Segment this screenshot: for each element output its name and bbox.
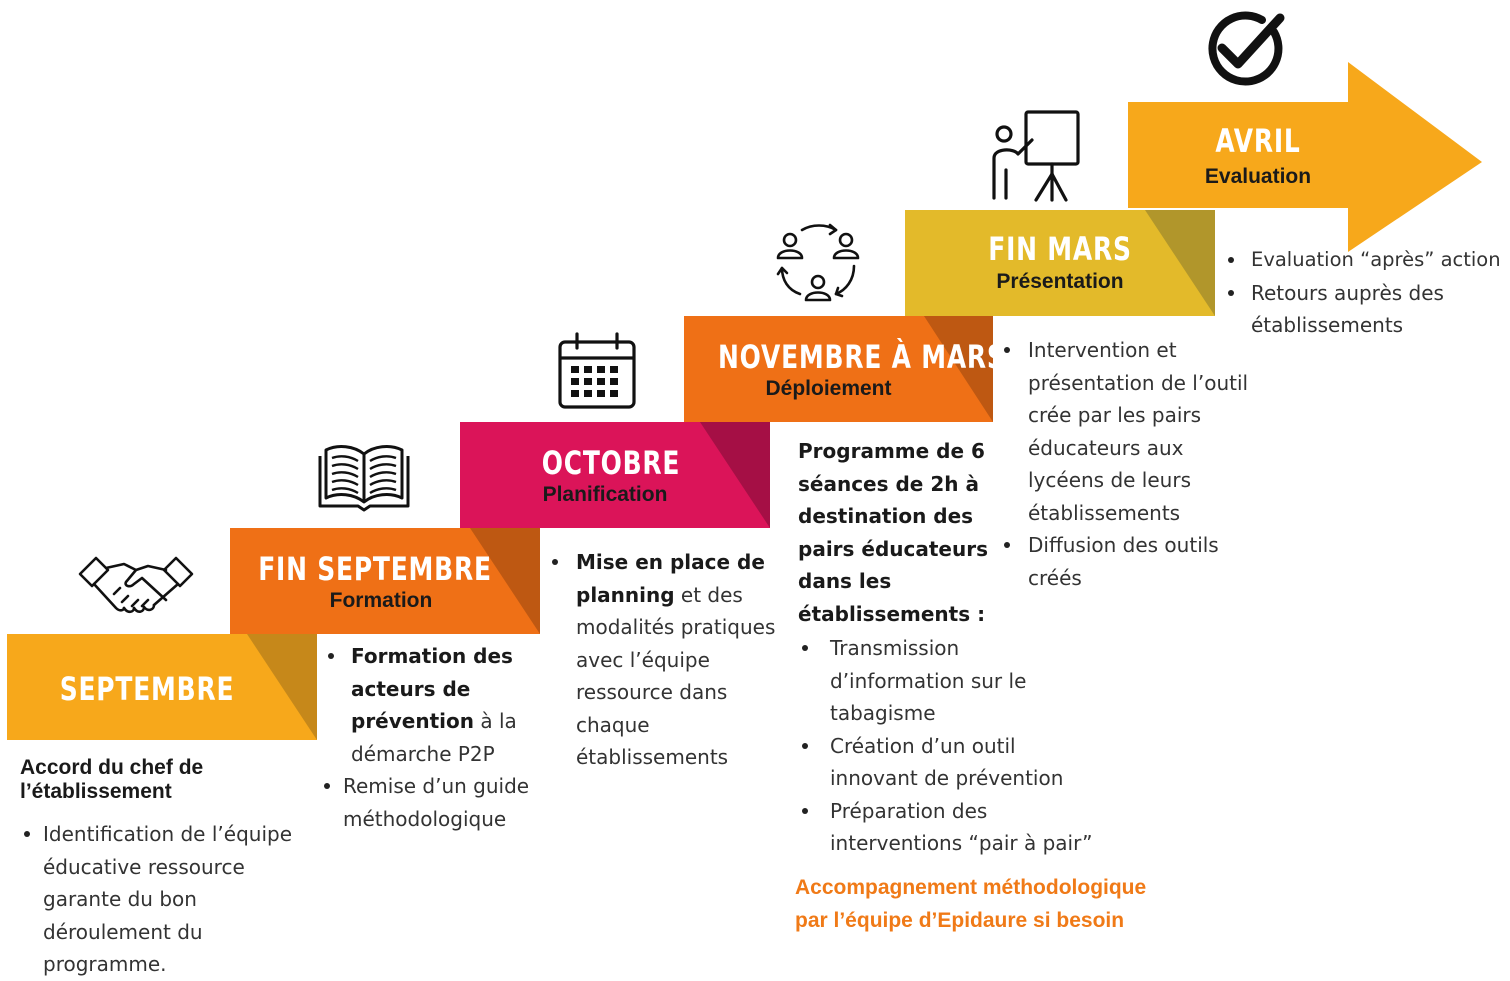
text-line: Programme de 6	[798, 439, 985, 463]
text-line: établissements	[1028, 500, 1181, 525]
step-novembre: NOVEMBRE À MARS Déploiement	[684, 316, 993, 422]
text-line: destination des	[798, 504, 974, 528]
step-fin-septembre: FIN SEPTEMBRE Formation	[230, 528, 540, 634]
fold-shadow	[700, 422, 770, 528]
text-line: établissements	[1251, 313, 1404, 337]
text-line: séances de 2h à	[798, 471, 979, 496]
list-item: Préparation des interventions “pair à pa…	[798, 795, 1098, 860]
text-line: Transmission	[830, 636, 960, 660]
text-line: programme.	[43, 952, 167, 976]
text-line: méthodologique	[343, 806, 507, 831]
list-item: Identification de l’équipe éducative res…	[20, 818, 310, 981]
block-novembre-heading: Programme de 6 séances de 2h à destinati…	[798, 435, 1098, 630]
list-item: Remise d’un guide méthodologique	[320, 770, 544, 835]
block-avril: Evaluation “après” action Retours auprès…	[1224, 244, 1508, 342]
step-octobre: OCTOBRE Planification	[460, 422, 770, 528]
text-line: tabagisme	[830, 701, 936, 725]
list-item: Retours auprès des établissements	[1224, 277, 1508, 342]
block-novembre: Programme de 6 séances de 2h à destinati…	[798, 435, 1098, 860]
text-line: Mise en place de	[576, 550, 765, 574]
block-octobre: Mise en place de planning et des modalit…	[548, 546, 788, 774]
text-line: ressource dans	[576, 680, 728, 704]
step-fin-mars-title: FIN MARS	[988, 230, 1132, 268]
step-octobre-title: OCTOBRE	[541, 444, 681, 482]
text-line: établissements	[576, 745, 729, 769]
text-line: pairs éducateurs	[798, 536, 988, 561]
text-line: Préparation des	[830, 798, 988, 823]
step-septembre-title: SEPTEMBRE	[59, 670, 235, 708]
text-line: démarche P2P	[351, 741, 495, 766]
heading-line: l’établissement	[20, 780, 172, 803]
step-novembre-title: NOVEMBRE À MARS	[717, 338, 993, 376]
text-line: établissements :	[798, 601, 986, 626]
text-line: déroulement du	[43, 919, 203, 944]
text-line: crée par les pairs	[1028, 403, 1202, 427]
heading-line: Accord du chef de	[20, 756, 204, 779]
text-line: Diffusion des outils	[1028, 533, 1219, 557]
text-line: Intervention et	[1028, 338, 1177, 362]
text-line: dans les	[798, 569, 892, 593]
fold-shadow	[247, 634, 317, 740]
text-span: et des	[674, 582, 743, 607]
list-item: Diffusion des outils créés	[1000, 529, 1270, 594]
text-line: chaque	[576, 712, 650, 737]
block-septembre: Accord du chef de l’établissement Identi…	[20, 756, 310, 981]
text-line: Retours auprès des	[1251, 280, 1444, 305]
text-line: interventions “pair à pair”	[830, 831, 1093, 855]
fold-shadow	[1145, 210, 1215, 316]
text-line: planning et des	[576, 579, 788, 612]
step-avril: AVRIL Evaluation	[1128, 102, 1388, 208]
step-fin-septembre-title: FIN SEPTEMBRE	[258, 550, 492, 588]
list-item: Mise en place de planning et des modalit…	[548, 546, 788, 774]
fold-shadow	[924, 316, 993, 422]
text-line: Accompagnement méthodologique	[795, 876, 1147, 899]
text-line: acteurs de	[351, 676, 471, 701]
step-fin-mars-subtitle: Présentation	[996, 270, 1124, 293]
text-line: éducateurs aux	[1028, 435, 1184, 460]
fold-shadow	[470, 528, 540, 634]
block-fin-mars: Intervention et présentation de l’outil …	[1000, 334, 1270, 594]
step-fin-mars: FIN MARS Présentation	[905, 210, 1215, 316]
text-line: garante du bon	[43, 887, 197, 911]
step-septembre: SEPTEMBRE	[7, 634, 317, 740]
text-line: lycéens de leurs	[1028, 468, 1191, 492]
step-octobre-subtitle: Planification	[542, 483, 668, 506]
avril-arrow	[1128, 62, 1482, 252]
people-cycle-icon	[776, 223, 860, 302]
text-line: présentation de l’outil	[1028, 370, 1249, 395]
text-line: Création d’un outil	[830, 733, 1016, 758]
text-line: avec l’équipe	[576, 647, 710, 672]
handshake-icon	[78, 556, 194, 614]
block-fin-septembre: Formation des acteurs de prévention à la…	[324, 640, 544, 835]
step-fin-septembre-subtitle: Formation	[329, 589, 433, 612]
list-item: Transmission d’information sur le tabagi…	[798, 632, 1098, 730]
open-book-icon	[318, 445, 410, 512]
step-avril-subtitle: Evaluation	[1204, 165, 1312, 188]
list-item: Intervention et présentation de l’outil …	[1000, 334, 1270, 529]
list-item: Création d’un outil innovant de préventi…	[798, 730, 1098, 795]
text-line: éducative ressource	[43, 854, 245, 879]
text-line: par l’équipe d’Epidaure si besoin	[795, 908, 1125, 932]
text-line: modalités pratiques	[576, 615, 776, 639]
text-line: créés	[1028, 565, 1082, 590]
text-span: à la	[473, 709, 517, 733]
calendar-icon	[558, 332, 636, 409]
step-novembre-subtitle: Déploiement	[765, 377, 892, 400]
list-item: Formation des acteurs de prévention à la…	[324, 640, 544, 770]
block-septembre-heading: Accord du chef de l’établissement	[20, 756, 310, 804]
presenter-board-icon	[992, 110, 1080, 202]
block-novembre-note: Accompagnement méthodologique par l’équi…	[795, 872, 1195, 937]
text-line: Formation des	[351, 644, 513, 668]
text-line: d’information sur le	[830, 668, 1027, 693]
text-line: prévention à la	[351, 705, 544, 738]
step-avril-title: AVRIL	[1215, 122, 1301, 160]
text-line: innovant de prévention	[830, 766, 1064, 790]
check-circle-icon	[1208, 11, 1285, 86]
list-item: Evaluation “après” action	[1224, 244, 1508, 277]
text-line: Evaluation “après” action	[1251, 248, 1501, 271]
bold-text: prévention	[351, 709, 474, 733]
text-line: Remise d’un guide	[343, 774, 530, 798]
bold-text: planning	[576, 582, 675, 607]
text-line: Identification de l’équipe	[43, 822, 292, 846]
